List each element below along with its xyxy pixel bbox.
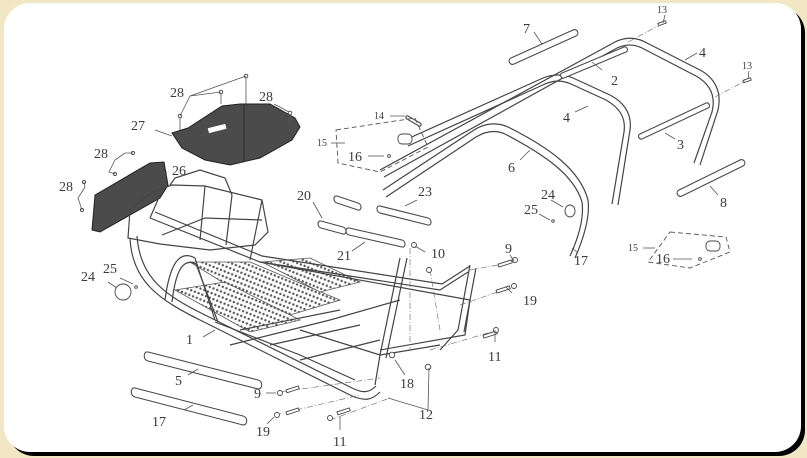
callout-15-right: 15 [628,243,638,254]
callout-4-mid: 4 [563,111,570,126]
tube-20[interactable] [317,220,347,235]
crossbar-2[interactable] [559,46,629,79]
callout-27: 27 [131,119,145,134]
screw-13-right [714,77,752,98]
clamp-14[interactable] [405,115,422,127]
hardware-kit-15-right[interactable] [647,231,731,269]
callout-3: 3 [677,138,684,153]
callout-1: 1 [186,333,193,348]
callout-14: 14 [374,111,384,122]
callout-28-top-right: 28 [259,90,273,105]
tube-8[interactable] [676,159,746,197]
callout-28-panel-lower: 28 [59,180,73,195]
callout-21: 21 [337,249,351,264]
callout-15-top: 15 [317,138,327,149]
callout-10: 10 [431,247,445,262]
callout-28-top: 28 [170,86,184,101]
callout-13-top: 13 [657,5,667,16]
callout-12: 12 [419,408,433,423]
callout-9-lower: 9 [254,387,261,402]
hardware-kit-15-top[interactable] [335,117,429,173]
tube-21[interactable] [345,227,406,248]
main-frame-1[interactable] [127,169,477,402]
callout-24-left: 24 [81,270,95,285]
callout-6: 6 [508,161,515,176]
tube-23[interactable] [376,205,432,226]
tube-5[interactable] [143,351,263,390]
callout-13-right: 13 [742,61,752,72]
floor-pad-27[interactable] [171,103,301,166]
callout-20: 20 [297,189,311,204]
callout-2: 2 [611,74,618,89]
nut-25-right [551,219,555,223]
callout-25-left: 25 [103,262,117,277]
callout-7: 7 [523,22,530,37]
tube-22[interactable] [333,195,362,211]
callout-25-right: 25 [524,203,538,218]
callout-9-right: 9 [505,242,512,257]
bolts [274,242,518,421]
callout-19-lower: 19 [256,425,270,440]
callout-16-top: 16 [348,150,362,165]
plug-24-right[interactable] [564,204,576,218]
callout-18: 18 [400,377,414,392]
nut-25-left [134,285,138,289]
callout-11-lower: 11 [333,435,346,450]
callout-24-right: 24 [541,188,555,203]
callout-16-right: 16 [656,252,670,267]
tube-7[interactable] [508,29,579,65]
roll-cage-hoop-4[interactable] [379,37,720,206]
plug-24-left[interactable] [114,283,132,301]
callout-11-right: 11 [488,350,501,365]
callout-26: 26 [172,164,186,179]
callout-23: 23 [418,185,432,200]
screw-13-top [627,20,667,43]
exploded-parts-diagram: 1 2 3 4 4 5 6 7 8 9 9 10 11 11 12 13 13 … [59,5,752,450]
hoop-6[interactable] [382,123,590,259]
leader-lines [77,14,750,430]
callout-17-lower: 17 [152,415,166,430]
callout-5: 5 [175,374,182,389]
callout-17-right: 17 [574,254,588,269]
diagram-panel: 1 2 3 4 4 5 6 7 8 9 9 10 11 11 12 13 13 … [4,3,801,452]
crossbar-3[interactable] [637,102,711,140]
callout-labels: 1 2 3 4 4 5 6 7 8 9 9 10 11 11 12 13 13 … [59,5,752,450]
callout-8: 8 [720,196,727,211]
callout-4-top: 4 [699,46,706,61]
callout-28-panel-upper: 28 [94,147,108,162]
side-panel-26[interactable] [91,161,169,233]
callout-19-right: 19 [523,294,537,309]
tube-17-lower[interactable] [130,387,248,426]
